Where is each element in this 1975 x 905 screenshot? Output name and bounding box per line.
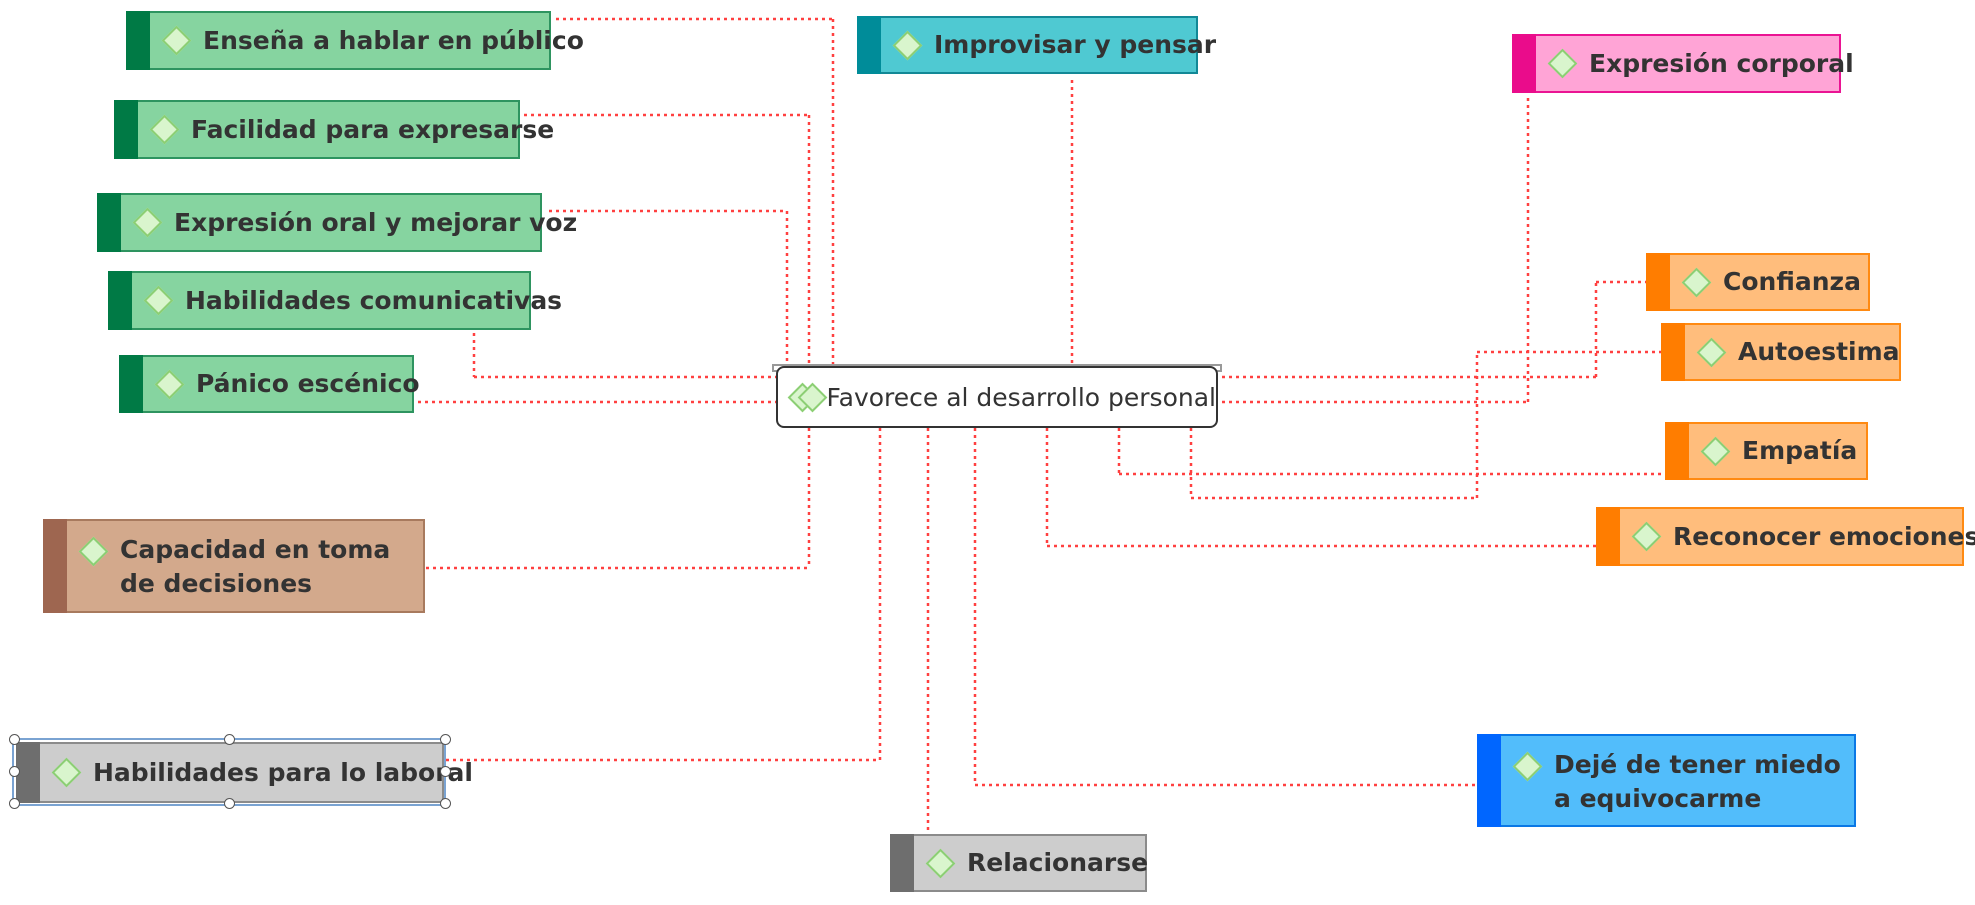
- topic-label: Facilidad para expresarse: [191, 114, 555, 144]
- topic-label: Dejé de tener miedo a equivocarme: [1554, 750, 1841, 813]
- resize-handle-top-middle[interactable]: [224, 734, 235, 745]
- topic-diamond-icon: [1631, 521, 1662, 552]
- topic-empatia[interactable]: Empatía: [1665, 422, 1868, 480]
- resize-handle-middle-left[interactable]: [9, 766, 20, 777]
- topic-diamond-icon: [892, 30, 923, 60]
- topic-expresion-corporal[interactable]: Expresión corporal: [1512, 34, 1854, 93]
- topic-diamond-icon: [132, 207, 163, 238]
- topic-deje-miedo-equivocarme[interactable]: Dejé de tener miedo a equivocarme: [1477, 734, 1856, 827]
- topic-autoestima[interactable]: Autoestima: [1661, 323, 1901, 381]
- topic-diamond-icon: [78, 536, 109, 567]
- resize-handle-bottom-left[interactable]: [9, 798, 20, 809]
- topic-color-bar: [890, 834, 914, 892]
- topic-improvisar-pensar[interactable]: Improvisar y pensar: [857, 16, 1216, 74]
- topic-label: Expresión corporal: [1589, 48, 1854, 78]
- topic-color-bar: [1661, 323, 1685, 381]
- topic-color-bar: [16, 742, 40, 803]
- topic-label: Confianza: [1723, 267, 1861, 296]
- resize-handle-top-left[interactable]: [9, 734, 20, 745]
- topic-label: Improvisar y pensar: [934, 30, 1217, 59]
- topic-color-bar: [108, 271, 132, 330]
- topic-diamond-icon: [1696, 337, 1727, 367]
- topic-facilidad-expresarse[interactable]: Facilidad para expresarse: [114, 100, 554, 159]
- resize-handle-bottom-middle[interactable]: [224, 798, 235, 809]
- topic-diamond-icon: [161, 25, 192, 56]
- central-topic[interactable]: Favorece al desarrollo personal: [776, 366, 1218, 428]
- topic-label: Empatía: [1742, 436, 1858, 465]
- topic-diamond-icon: [925, 848, 956, 878]
- topic-label: Enseña a hablar en público: [203, 25, 584, 55]
- topic-diamond-icon: [1547, 48, 1578, 79]
- topic-color-bar: [1646, 253, 1670, 311]
- topic-color-bar: [114, 100, 138, 159]
- central-topic-label: Favorece al desarrollo personal: [826, 382, 1216, 412]
- topic-color-bar: [857, 16, 881, 74]
- topic-label: Habilidades para lo laboral: [93, 757, 473, 787]
- topic-label: Relacionarse: [967, 848, 1149, 877]
- resize-handle-top-right[interactable]: [440, 734, 451, 745]
- central-topic-icon: [787, 382, 828, 413]
- topic-panico-escenico[interactable]: Pánico escénico: [119, 355, 420, 413]
- topic-diamond-icon: [154, 369, 185, 399]
- topic-label: Habilidades comunicativas: [185, 285, 563, 315]
- topic-diamond-icon: [1681, 267, 1712, 297]
- topic-diamond-icon: [1700, 436, 1731, 466]
- topic-label: Autoestima: [1738, 337, 1900, 366]
- topic-label: Expresión oral y mejorar voz: [174, 207, 578, 237]
- resize-handle-middle-right[interactable]: [440, 766, 451, 777]
- topic-diamond-icon: [1512, 751, 1543, 782]
- resize-handle-bottom-right[interactable]: [440, 798, 451, 809]
- topic-capacidad-toma-decisiones[interactable]: Capacidad en toma de decisiones: [43, 519, 425, 613]
- topic-habilidades-comunicativas[interactable]: Habilidades comunicativas: [108, 271, 562, 330]
- topic-expresion-oral[interactable]: Expresión oral y mejorar voz: [97, 193, 577, 252]
- topic-reconocer-emociones[interactable]: Reconocer emociones: [1596, 507, 1975, 566]
- topic-color-bar: [97, 193, 121, 252]
- topic-relacionarse[interactable]: Relacionarse: [890, 834, 1149, 892]
- topic-color-bar: [119, 355, 143, 413]
- topic-color-bar: [1596, 507, 1620, 566]
- topic-color-bar: [1665, 422, 1689, 480]
- topic-diamond-icon: [149, 114, 180, 145]
- topic-ensena-hablar-publico[interactable]: Enseña a hablar en público: [126, 11, 584, 70]
- topic-label: Pánico escénico: [196, 369, 420, 398]
- topic-color-bar: [43, 519, 67, 613]
- topic-label: Capacidad en toma de decisiones: [120, 535, 391, 598]
- topic-label: Reconocer emociones: [1673, 521, 1975, 551]
- topic-confianza[interactable]: Confianza: [1646, 253, 1870, 311]
- topic-color-bar: [1477, 734, 1501, 827]
- topic-color-bar: [1512, 34, 1536, 93]
- topic-color-bar: [126, 11, 150, 70]
- selection-frame: [12, 738, 446, 806]
- topic-diamond-icon: [143, 285, 174, 316]
